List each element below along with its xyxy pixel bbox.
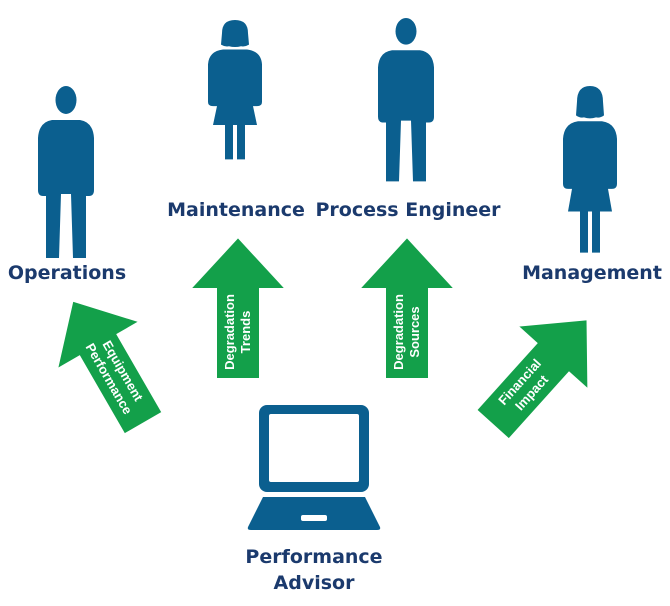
man-icon [378, 18, 434, 182]
process-engineer-figure [378, 18, 434, 182]
woman-icon [563, 86, 617, 253]
operations-figure [38, 86, 94, 258]
financial-impact-arrow: Financial Impact [455, 286, 625, 458]
maintenance-label: Maintenance [167, 199, 305, 221]
equipment-performance-arrow: Equipment Performance [29, 275, 187, 449]
laptop-icon [247, 405, 381, 530]
degradation-trends-line2: Trends [238, 311, 253, 354]
operations-label: Operations [8, 262, 126, 284]
degradation-trends-line1: Degradation [222, 294, 237, 370]
degradation-sources-line1: Degradation [391, 294, 406, 370]
degradation-sources-line2: Sources [407, 306, 422, 357]
performance-advisor-label-line1: Performance [245, 546, 382, 568]
man-icon [38, 86, 94, 258]
maintenance-figure [208, 20, 262, 160]
degradation-trends-arrow: Degradation Trends [189, 236, 287, 380]
management-label: Management [522, 262, 662, 284]
management-figure [563, 86, 617, 253]
woman-icon [208, 20, 262, 160]
degradation-sources-arrow: Degradation Sources [358, 236, 456, 380]
performance-advisor-label-line2: Advisor [274, 572, 356, 594]
process-engineer-label: Process Engineer [315, 199, 501, 221]
